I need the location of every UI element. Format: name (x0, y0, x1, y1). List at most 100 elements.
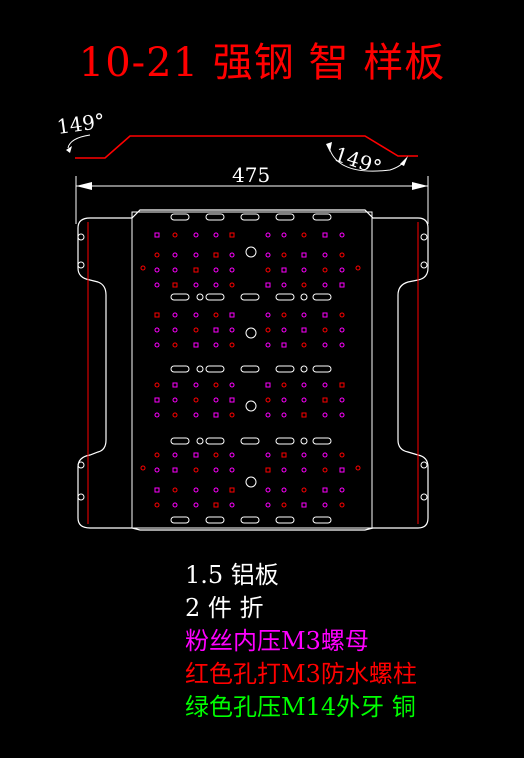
hole (172, 467, 178, 473)
hole (213, 467, 219, 473)
hole (193, 327, 199, 333)
hole (229, 267, 235, 273)
hole (265, 487, 271, 493)
hole (339, 502, 345, 508)
hole (193, 382, 199, 388)
hole (301, 467, 307, 473)
slot-group (170, 213, 332, 524)
hole (193, 397, 199, 403)
hole (301, 342, 307, 348)
hole (301, 232, 307, 238)
hole (339, 327, 345, 333)
hole (245, 400, 257, 412)
hole (339, 412, 345, 418)
hole (265, 452, 271, 458)
hole (213, 452, 219, 458)
hole (301, 502, 307, 508)
hole (265, 282, 271, 288)
hole (154, 312, 160, 318)
hole (281, 487, 287, 493)
hole (172, 487, 178, 493)
hole (301, 267, 307, 273)
hole (172, 312, 178, 318)
slot (312, 213, 332, 221)
hole (281, 232, 287, 238)
hole (265, 412, 271, 418)
flange-hole (420, 461, 428, 469)
hole (193, 282, 199, 288)
hole (301, 452, 307, 458)
hole (172, 502, 178, 508)
hole (265, 252, 271, 258)
hole (229, 467, 235, 473)
hole (339, 382, 345, 388)
note-line: 1.5 铝板 (185, 561, 279, 589)
hole (172, 452, 178, 458)
hole (301, 282, 307, 288)
hole (193, 502, 199, 508)
angle-label-right: 149° (331, 142, 384, 180)
hole (339, 312, 345, 318)
hole (193, 232, 199, 238)
hole (140, 465, 146, 471)
hole (213, 232, 219, 238)
hole (339, 267, 345, 273)
bend-profile (75, 135, 418, 159)
hole (229, 502, 235, 508)
hole (339, 232, 345, 238)
hole (193, 412, 199, 418)
note-line: 粉丝内压M3螺母 (185, 627, 369, 655)
hole (196, 293, 204, 301)
hole (229, 487, 235, 493)
hole (229, 452, 235, 458)
hole (154, 412, 160, 418)
hole (229, 232, 235, 238)
hole (322, 412, 328, 418)
hole (193, 452, 199, 458)
hole (172, 412, 178, 418)
hole (322, 397, 328, 403)
slot (170, 213, 190, 221)
hole (300, 365, 308, 373)
hole (196, 437, 204, 445)
hole (229, 327, 235, 333)
slot (240, 365, 260, 373)
hole (154, 487, 160, 493)
hole (301, 412, 307, 418)
hole (265, 397, 271, 403)
hole-group (140, 232, 361, 508)
slot (170, 516, 190, 524)
hole (322, 252, 328, 258)
hole (172, 382, 178, 388)
hole (322, 342, 328, 348)
hole (154, 232, 160, 238)
angle-arrow-right (326, 142, 332, 152)
flange-hole (77, 233, 85, 241)
hole (172, 282, 178, 288)
inner-panel (131, 211, 373, 529)
hole (339, 342, 345, 348)
hole (265, 267, 271, 273)
slot (312, 437, 332, 445)
hole (213, 282, 219, 288)
hole (300, 293, 308, 301)
hole (193, 267, 199, 273)
hole (322, 312, 328, 318)
hole (213, 502, 219, 508)
hole (172, 342, 178, 348)
hole (265, 467, 271, 473)
hole (154, 452, 160, 458)
flange-hole (420, 493, 428, 501)
hole (229, 342, 235, 348)
hole (281, 327, 287, 333)
hole (322, 382, 328, 388)
slot (240, 516, 260, 524)
hole (154, 252, 160, 258)
hole (213, 312, 219, 318)
slot (205, 293, 225, 301)
hole (265, 232, 271, 238)
dim-arrow-left (76, 182, 92, 190)
hole (265, 382, 271, 388)
hole (265, 327, 271, 333)
slot (205, 213, 225, 221)
